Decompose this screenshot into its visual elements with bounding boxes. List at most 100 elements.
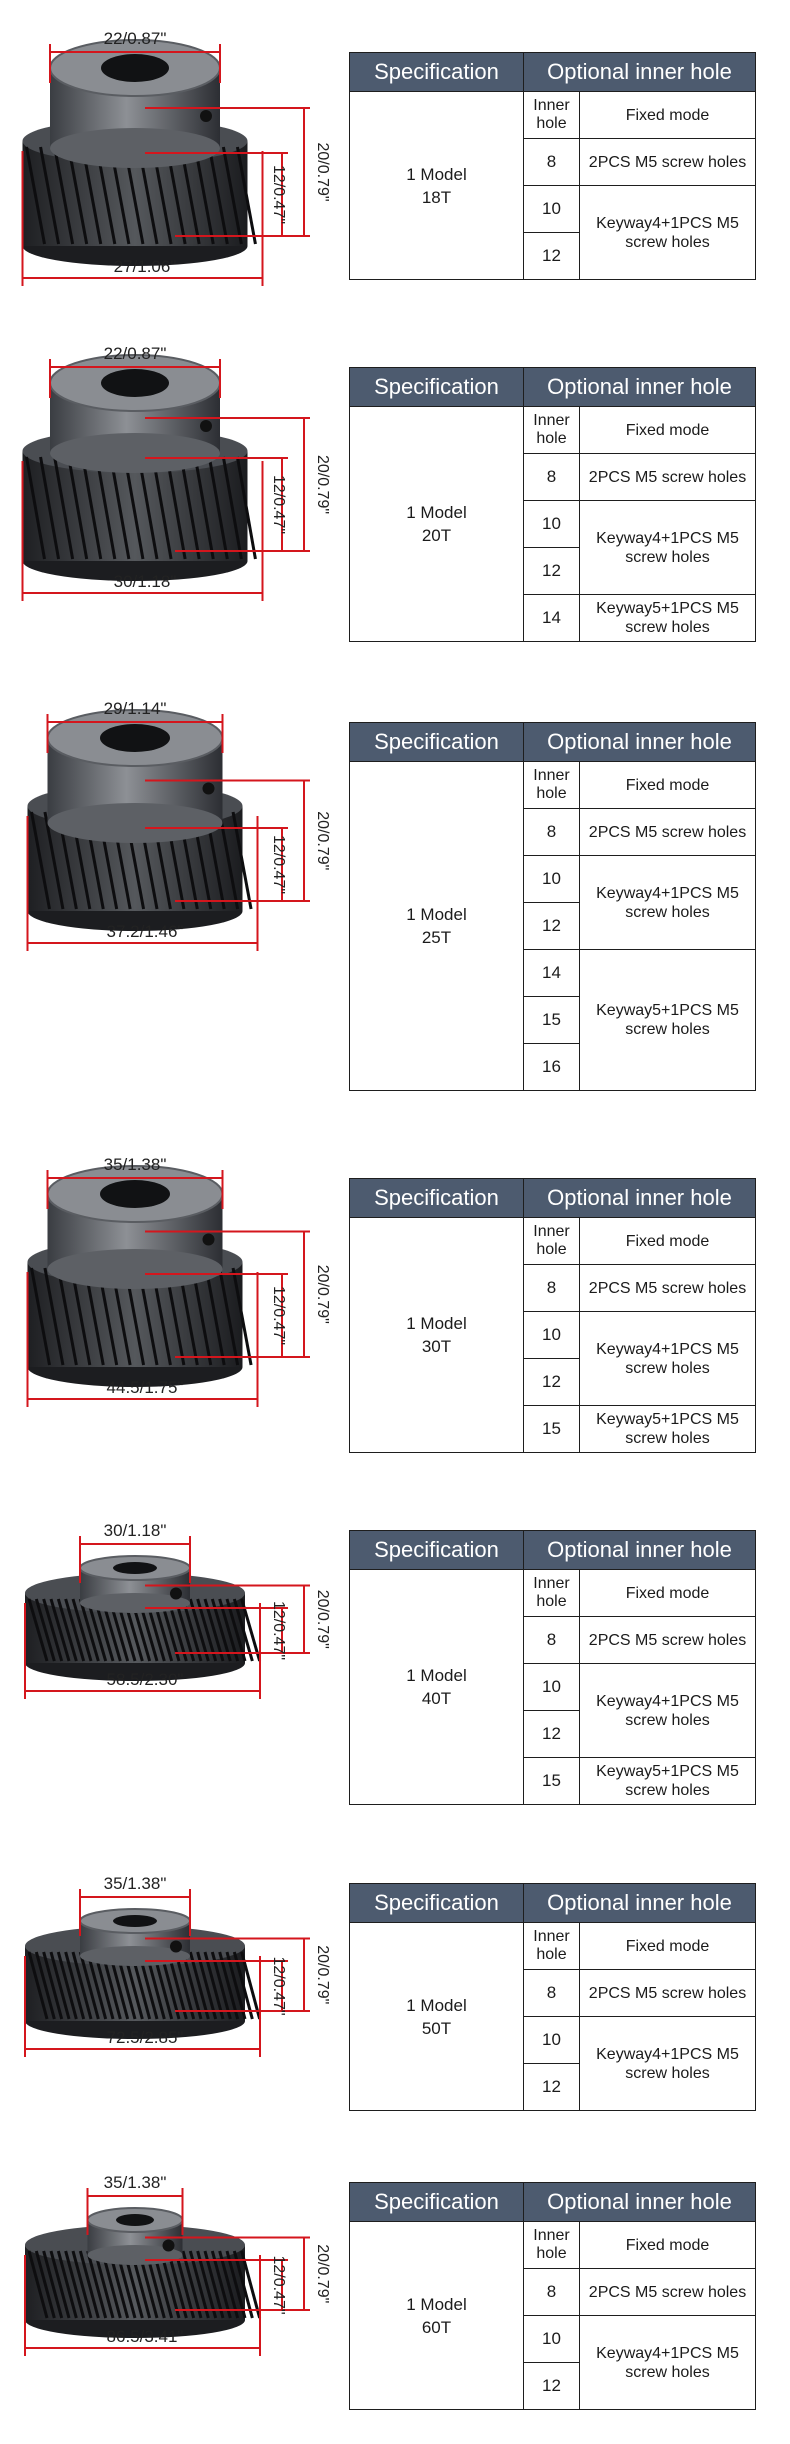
model-label: 1 Model (406, 1666, 467, 1685)
table-row: 16 (350, 1043, 756, 1091)
gear-photo: 35/1.38"44.5/1.75"20/0.79"12/0.47" (26, 1155, 331, 1407)
inner-hole-subheader: Inner hole (523, 1217, 580, 1265)
height-dimension-label: 20/0.79" (314, 811, 331, 870)
inner-hole-subheader: Inner hole (523, 761, 580, 809)
table-row: 12 (350, 1710, 756, 1758)
gear-figure: 35/1.38"86.5/3.41"20/0.79"12/0.47" (0, 2170, 340, 2370)
fixed-mode-cell: Keyway5+1PCS M5 screw holes (579, 949, 756, 1091)
gear-photo: 22/0.87"30/1.18"20/0.79"12/0.47" (21, 344, 331, 601)
fixed-mode-cell: 2PCS M5 screw holes (579, 1264, 756, 1312)
fixed-mode-subheader: Fixed mode (579, 91, 756, 139)
hub-height-dimension-label: 12/0.47" (270, 165, 287, 224)
inner-hole-header: Optional inner hole (523, 1178, 756, 1218)
hub-height-dimension-label: 12/0.47" (270, 2255, 287, 2314)
specification-header: Specification (349, 1883, 524, 1923)
inner-hole-header: Optional inner hole (523, 1530, 756, 1570)
gear-hub (49, 354, 221, 473)
model-label: 1 Model (406, 1995, 467, 2015)
fixed-mode-cell: 2PCS M5 screw holes (579, 453, 756, 501)
bottom-dimension-label: 72.5/2.85" (107, 2028, 184, 2047)
fixed-mode-cell: Keyway5+1PCS M5 screw holes (579, 1405, 756, 1453)
top-dimension-label: 30/1.18" (104, 1521, 167, 1540)
fixed-mode-cell: Keyway4+1PCS M5 screw holes (579, 2315, 756, 2410)
inner-hole-header: Optional inner hole (523, 1883, 756, 1923)
hole-size-cell: 10 (523, 500, 580, 548)
hub-height-dimension-label: 12/0.47" (270, 1286, 287, 1345)
fixed-mode-subheader: Fixed mode (579, 1922, 756, 1970)
table-row: 15 (350, 996, 756, 1044)
specification-header: Specification (349, 52, 524, 92)
model-label: 1 Model (406, 164, 467, 184)
gear-photo: 29/1.14"37.2/1.46"20/0.79"12/0.47" (26, 699, 331, 951)
model-label: 1 Model (406, 905, 467, 924)
inner-hole-header: Optional inner hole (523, 367, 756, 407)
inner-hole-header: Optional inner hole (523, 52, 756, 92)
bottom-dimension-label: 44.5/1.75" (107, 1378, 184, 1397)
teeth-count: 20T (421, 526, 452, 545)
fixed-mode-cell: Keyway4+1PCS M5 screw holes (579, 855, 756, 950)
fixed-mode-cell: Keyway4+1PCS M5 screw holes (579, 500, 756, 595)
table-row: 12 (350, 2362, 756, 2410)
height-dimension-label: 20/0.79" (314, 2244, 331, 2303)
hole-size-cell: 8 (523, 1616, 580, 1664)
hole-size-cell: 12 (523, 2063, 580, 2111)
fixed-mode-cell: 2PCS M5 screw holes (579, 1969, 756, 2017)
hole-size-cell: 12 (523, 547, 580, 595)
hole-size-cell: 15 (523, 1757, 580, 1805)
teeth-count: 50T (421, 2018, 452, 2038)
teeth-count: 30T (421, 1337, 452, 1356)
bottom-dimension-label: 27/1.06" (114, 257, 177, 276)
specification-header: Specification (349, 2182, 524, 2222)
hole-size-cell: 10 (523, 185, 580, 233)
height-dimension-label: 20/0.79" (314, 1265, 331, 1324)
hub-height-dimension-label: 12/0.47" (270, 475, 287, 534)
bottom-dimension-label: 30/1.18" (114, 572, 177, 591)
model-label: 1 Model (406, 1314, 467, 1333)
hole-size-cell: 10 (523, 855, 580, 903)
inner-hole-header: Optional inner hole (523, 2182, 756, 2222)
top-dimension-label: 35/1.38" (104, 2173, 167, 2192)
fixed-mode-subheader: Fixed mode (579, 406, 756, 454)
model-cell: 1 Model 50T (349, 1922, 524, 2111)
height-dimension-label: 20/0.79" (314, 1945, 331, 2004)
teeth-count: 40T (421, 1689, 452, 1708)
specification-header: Specification (349, 1530, 524, 1570)
fixed-mode-cell: 2PCS M5 screw holes (579, 138, 756, 186)
top-dimension-label: 22/0.87" (104, 29, 167, 48)
fixed-mode-subheader: Fixed mode (579, 1569, 756, 1617)
inner-hole-subheader: Inner hole (523, 406, 580, 454)
hole-size-cell: 8 (523, 2268, 580, 2316)
fixed-mode-subheader: Fixed mode (579, 1217, 756, 1265)
fixed-mode-cell: Keyway4+1PCS M5 screw holes (579, 1311, 756, 1406)
gear-figure: 22/0.87"30/1.18"20/0.79"12/0.47" (0, 341, 340, 611)
hub-height-dimension-label: 12/0.47" (270, 835, 287, 894)
hub-height-dimension-label: 12/0.47" (270, 1956, 287, 2015)
fixed-mode-subheader: Fixed mode (579, 2221, 756, 2269)
hole-size-cell: 10 (523, 2315, 580, 2363)
gear-photo: 35/1.38"86.5/3.41"20/0.79"12/0.47" (24, 2173, 331, 2356)
height-dimension-label: 20/0.79" (314, 455, 331, 514)
gear-photo: 22/0.87"27/1.06"20/0.79"12/0.47" (21, 29, 331, 286)
fixed-mode-cell: 2PCS M5 screw holes (579, 808, 756, 856)
hub-height-dimension-label: 12/0.47" (270, 1601, 287, 1660)
gear-hub (46, 709, 224, 843)
hole-size-cell: 10 (523, 2016, 580, 2064)
gear-figure: 22/0.87"27/1.06"20/0.79"12/0.47" (0, 26, 340, 296)
hole-size-cell: 15 (523, 996, 580, 1044)
